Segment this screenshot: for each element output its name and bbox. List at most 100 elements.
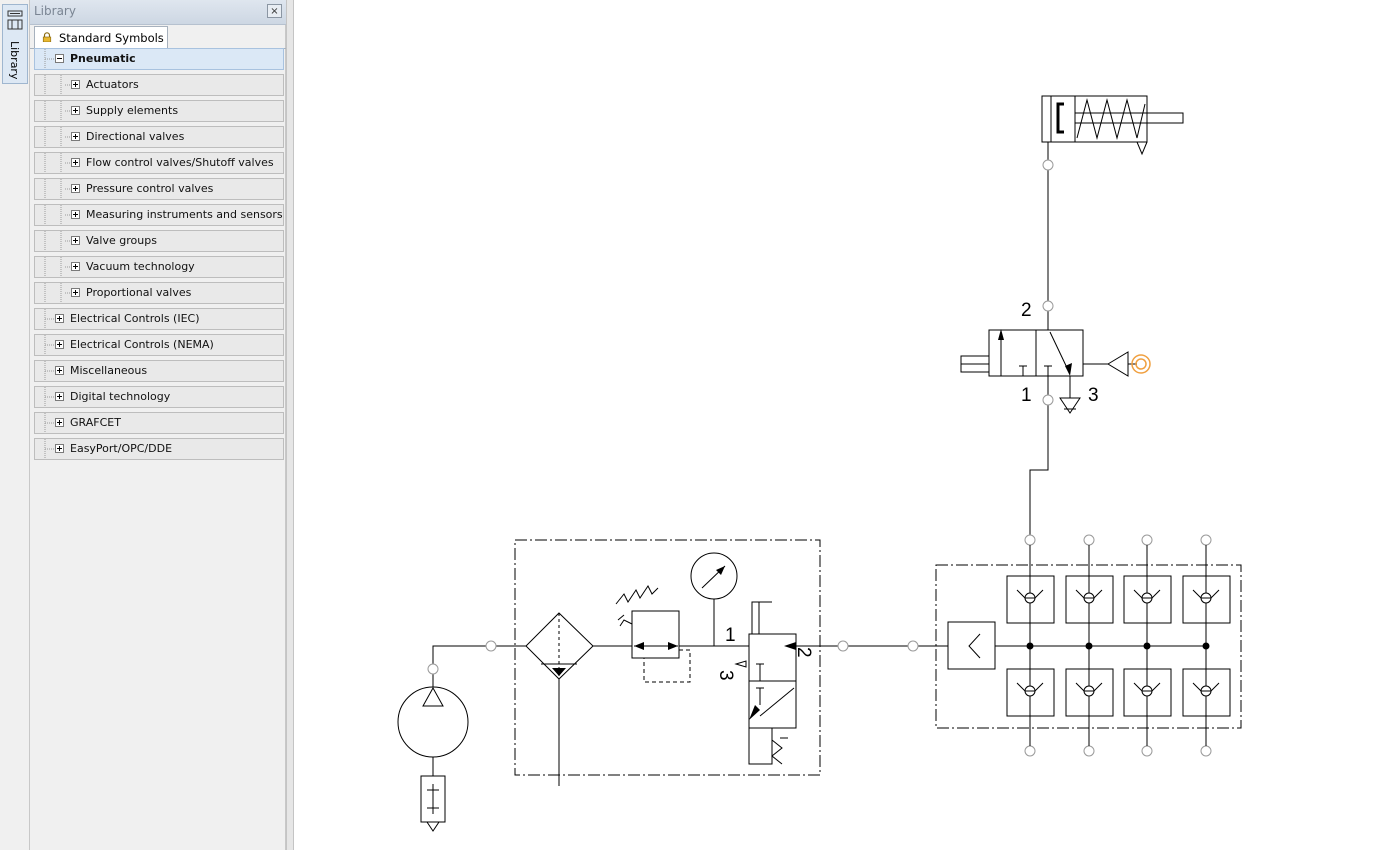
expand-icon[interactable] <box>71 262 80 271</box>
connection-point[interactable] <box>1141 534 1153 546</box>
tree-item-label: Electrical Controls (IEC) <box>70 312 200 325</box>
expand-icon[interactable] <box>71 210 80 219</box>
circuit-canvas[interactable]: 2 1 3 <box>294 0 1374 850</box>
check-valve-symbol[interactable] <box>1182 668 1231 717</box>
tree-item-electrical-controls-nema[interactable]: Electrical Controls (NEMA) <box>34 334 284 356</box>
collapse-icon[interactable] <box>55 54 64 63</box>
cylinder-symbol[interactable] <box>1041 95 1184 156</box>
expand-icon[interactable] <box>71 236 80 245</box>
service-port-1-label: 1 <box>725 625 736 646</box>
close-panel-button[interactable]: × <box>267 4 282 18</box>
library-icon <box>7 10 23 30</box>
pilot-connector-highlighted[interactable] <box>1131 354 1151 374</box>
tree-item-supply-elements[interactable]: Supply elements <box>34 100 284 122</box>
junction-dot <box>1143 642 1151 650</box>
check-valve-symbol[interactable] <box>1065 668 1114 717</box>
check-valve-symbol[interactable] <box>1006 668 1055 717</box>
library-side-tab-label: Library <box>8 41 21 80</box>
tree-item-pressure-control-valves[interactable]: Pressure control valves <box>34 178 284 200</box>
service-port-3-label: 3 <box>715 670 736 681</box>
tree-lines <box>44 49 56 69</box>
library-tabstrip: Standard Symbols <box>30 24 286 49</box>
connection-point[interactable] <box>1083 745 1095 757</box>
tree-item-vacuum-technology[interactable]: Vacuum technology <box>34 256 284 278</box>
tree-item-label: Directional valves <box>86 130 185 143</box>
expand-icon[interactable] <box>71 288 80 297</box>
connection-point[interactable] <box>1083 534 1095 546</box>
tree-item-flow-control-valves-shutoff-valves[interactable]: Flow control valves/Shutoff valves <box>34 152 284 174</box>
tree-item-directional-valves[interactable]: Directional valves <box>34 126 284 148</box>
service-unit[interactable] <box>514 539 821 786</box>
connection-point[interactable] <box>1042 394 1054 406</box>
tree-item-digital-technology[interactable]: Digital technology <box>34 386 284 408</box>
tree-item-label: Pressure control valves <box>86 182 214 195</box>
tab-standard-symbols-label: Standard Symbols <box>59 31 164 45</box>
junction-dot <box>1026 642 1034 650</box>
junction-dot <box>1085 642 1093 650</box>
connection-point[interactable] <box>485 640 497 652</box>
tree-item-label: Actuators <box>86 78 139 91</box>
expand-icon[interactable] <box>55 418 64 427</box>
connection-point[interactable] <box>1200 534 1212 546</box>
tree-item-easyport-opc-dde[interactable]: EasyPort/OPC/DDE <box>34 438 284 460</box>
connection-point[interactable] <box>907 640 919 652</box>
check-valve-symbol[interactable] <box>1123 668 1172 717</box>
tree-lines <box>44 309 56 329</box>
tree-item-valve-groups[interactable]: Valve groups <box>34 230 284 252</box>
expand-icon[interactable] <box>71 106 80 115</box>
tree-item-label: Valve groups <box>86 234 157 247</box>
connection-point[interactable] <box>427 663 439 675</box>
tree-item-measuring-instruments-and-sensors[interactable]: Measuring instruments and sensors <box>34 204 284 226</box>
check-valve-symbol[interactable] <box>1182 575 1231 624</box>
check-valve-array <box>1006 545 1231 746</box>
expand-icon[interactable] <box>55 314 64 323</box>
check-valve-symbol[interactable] <box>1006 575 1055 624</box>
tab-standard-symbols[interactable]: Standard Symbols <box>34 26 168 48</box>
expand-icon[interactable] <box>71 158 80 167</box>
valve-port-1-label: 1 <box>1021 385 1032 406</box>
panel-splitter[interactable] <box>286 0 294 850</box>
tree-lines <box>44 361 56 381</box>
tree-item-label: Measuring instruments and sensors <box>86 208 283 221</box>
valve-port-3-label: 3 <box>1088 385 1099 406</box>
tree-item-label: EasyPort/OPC/DDE <box>70 442 173 455</box>
expand-icon[interactable] <box>55 366 64 375</box>
expand-icon[interactable] <box>71 80 80 89</box>
library-side-tab[interactable]: Library <box>2 4 28 84</box>
connection-point[interactable] <box>1200 745 1212 757</box>
check-valve-symbol[interactable] <box>1065 575 1114 624</box>
compressed-air-supply[interactable] <box>397 686 469 832</box>
expand-icon[interactable] <box>71 184 80 193</box>
expand-icon[interactable] <box>71 132 80 141</box>
lock-icon <box>42 32 52 42</box>
tree-item-proportional-valves[interactable]: Proportional valves <box>34 282 284 304</box>
tree-item-actuators[interactable]: Actuators <box>34 74 284 96</box>
library-side-tab-bar: Library <box>0 0 30 850</box>
valve-port-2-label: 2 <box>1021 300 1032 321</box>
tree-lines <box>44 413 56 433</box>
tree-item-pneumatic[interactable]: Pneumatic <box>34 48 284 70</box>
tree-item-grafcet[interactable]: GRAFCET <box>34 412 284 434</box>
check-valve-symbol[interactable] <box>1123 575 1172 624</box>
expand-icon[interactable] <box>55 340 64 349</box>
pneumatic-circuit-diagram: 2 1 3 <box>397 95 1242 832</box>
tree-item-label: Digital technology <box>70 390 171 403</box>
tree-item-label: Supply elements <box>86 104 179 117</box>
expand-icon[interactable] <box>55 392 64 401</box>
expand-icon[interactable] <box>55 444 64 453</box>
directional-valve-3-2[interactable] <box>960 329 1137 414</box>
tree-item-miscellaneous[interactable]: Miscellaneous <box>34 360 284 382</box>
connection-point[interactable] <box>837 640 849 652</box>
connection-point[interactable] <box>1024 534 1036 546</box>
connector-points <box>427 159 1212 757</box>
library-panel-title: Library <box>34 4 76 18</box>
connection-point[interactable] <box>1042 300 1054 312</box>
tree-item-label: Flow control valves/Shutoff valves <box>86 156 274 169</box>
connection-point[interactable] <box>1024 745 1036 757</box>
connection-point[interactable] <box>1042 159 1054 171</box>
tree-item-label: Vacuum technology <box>86 260 195 273</box>
tree-item-electrical-controls-iec[interactable]: Electrical Controls (IEC) <box>34 308 284 330</box>
tree-item-label: Pneumatic <box>70 52 136 65</box>
connection-point[interactable] <box>1141 745 1153 757</box>
